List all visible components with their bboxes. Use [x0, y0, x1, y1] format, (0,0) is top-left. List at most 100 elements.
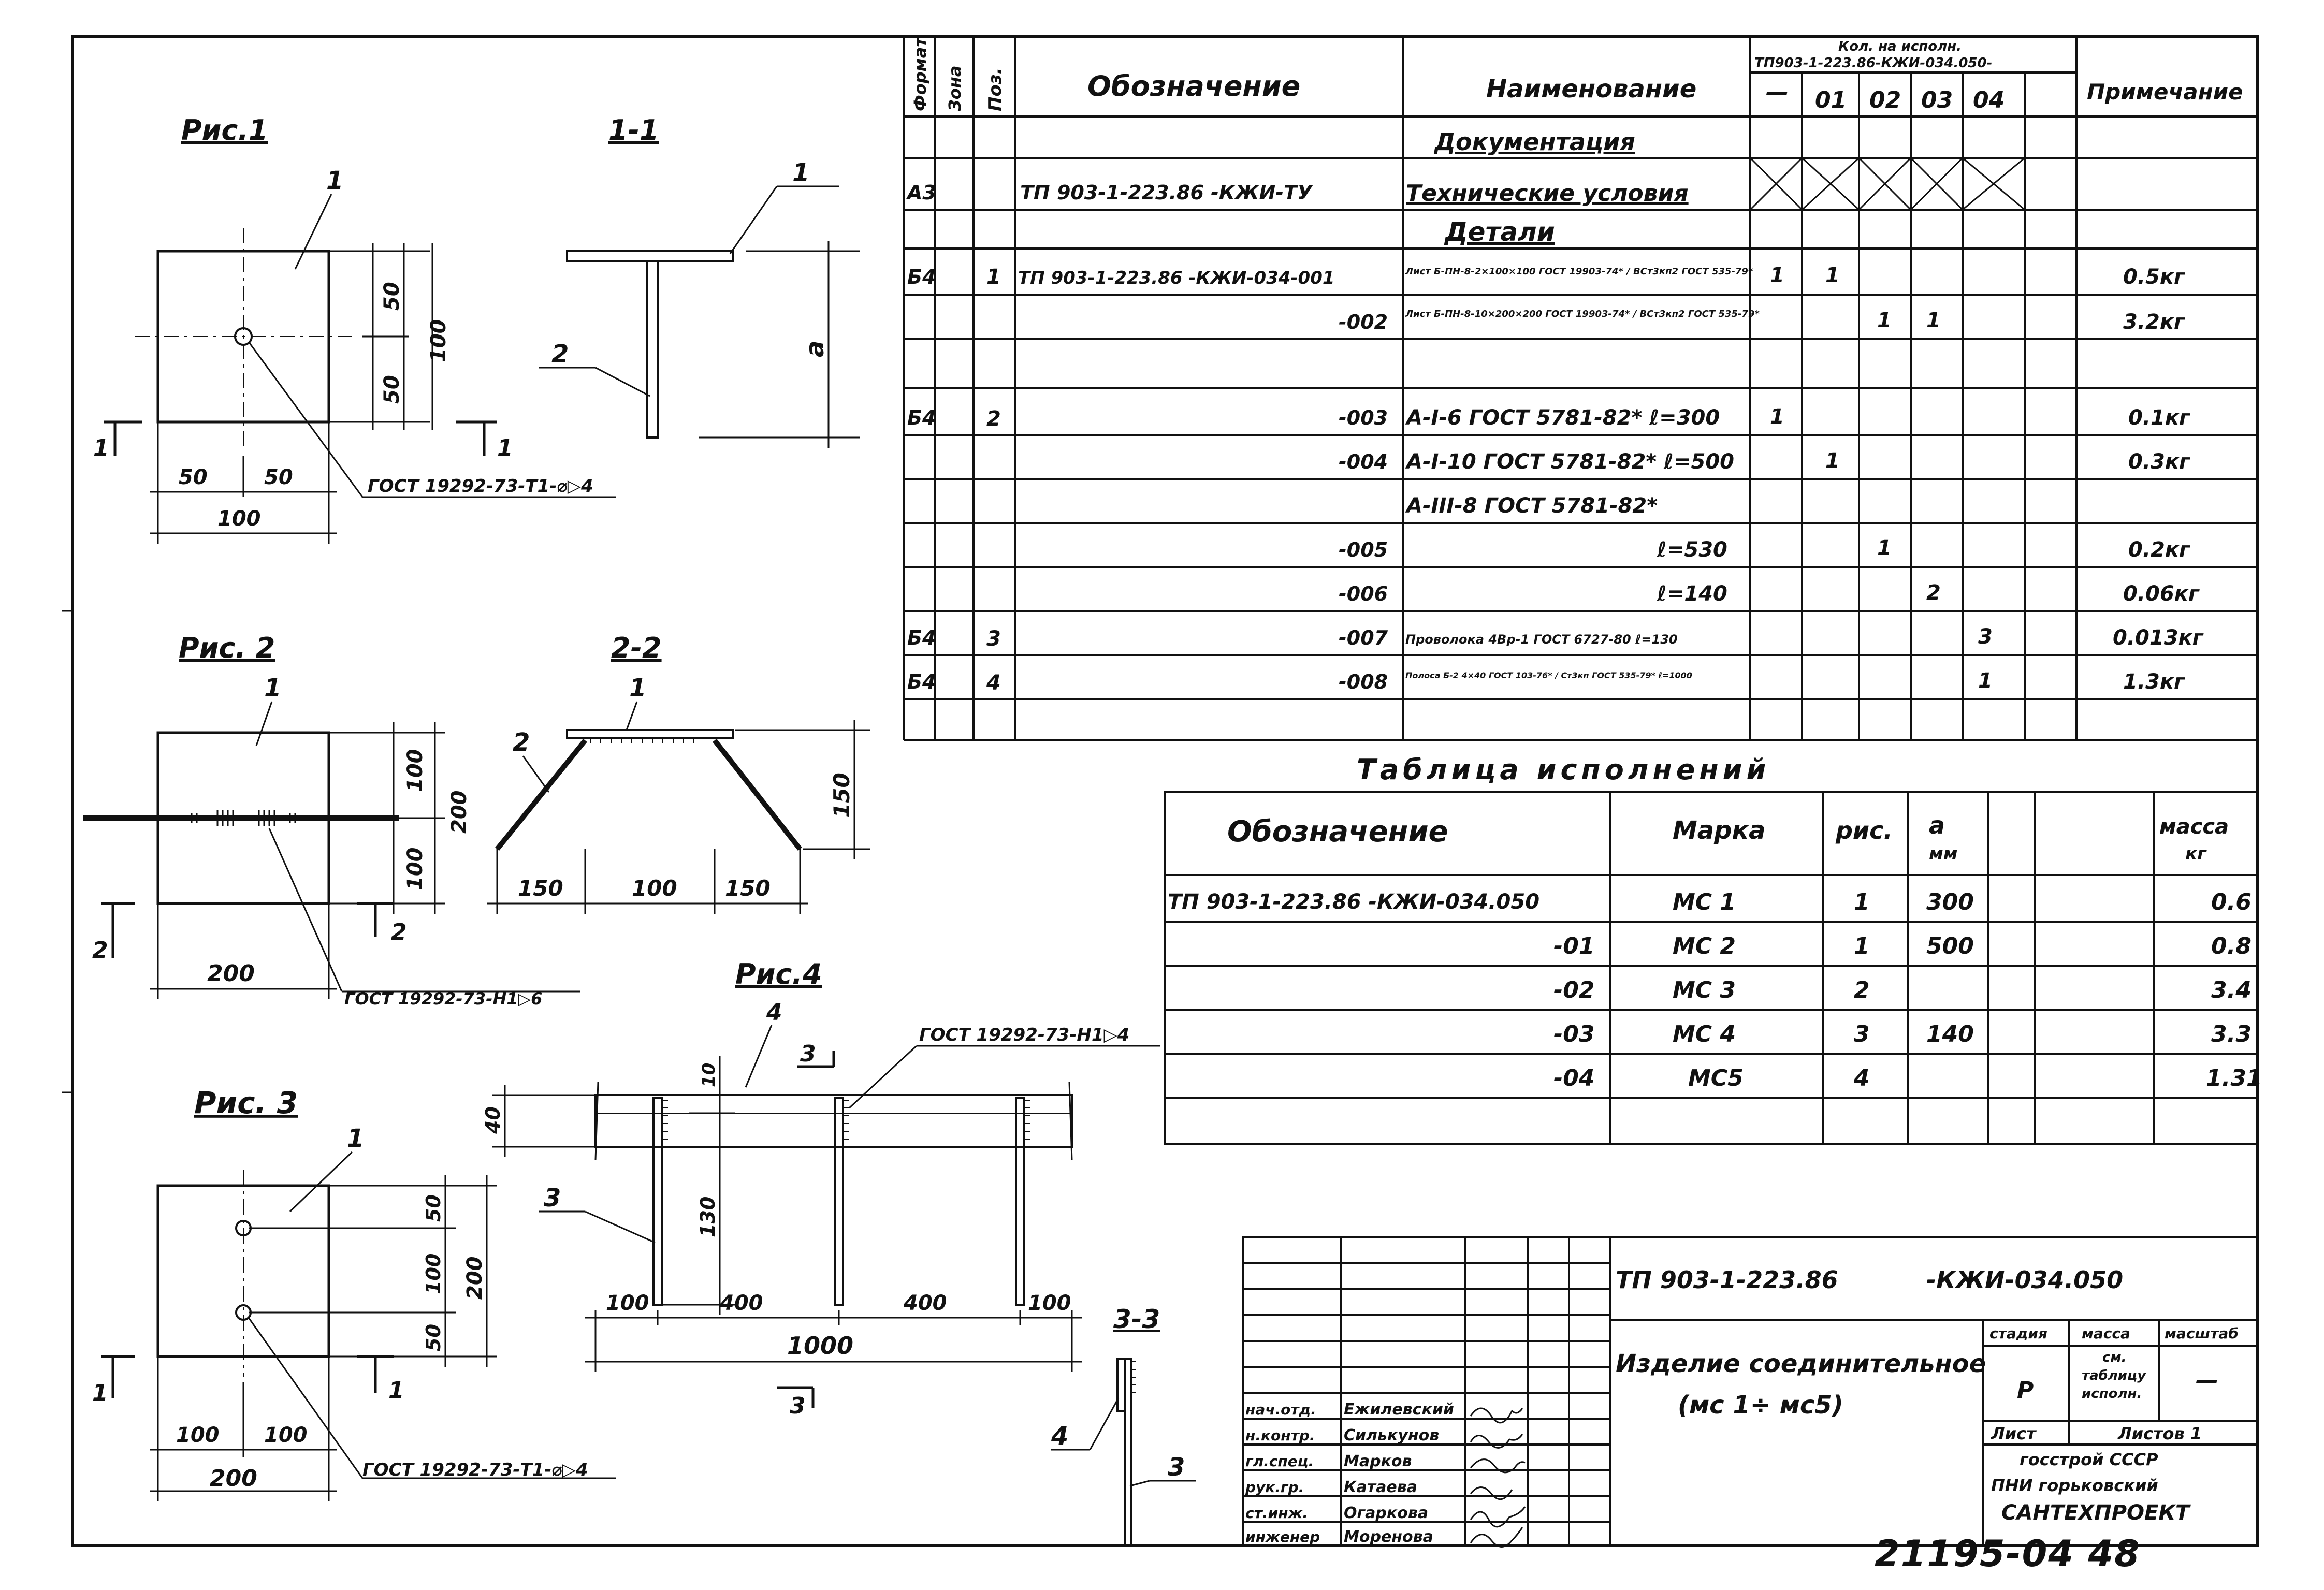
spec-row-7-v1: 1 — [1825, 449, 1840, 473]
fig4-dim-1: 40 — [482, 1106, 504, 1134]
exec-row-0-a: 300 — [1926, 889, 1974, 915]
hdr-variant-2: 02 — [1869, 87, 1901, 113]
fig1-dim-2: 100 — [427, 319, 451, 363]
spec-row-10-note: 0.06кг — [2123, 582, 2200, 606]
sec3: 3-3 4 3 — [1051, 1304, 1196, 1547]
org-line1: госстрой СССР — [2020, 1450, 2158, 1469]
fig3-title: Рис. 3 — [194, 1085, 298, 1120]
sig-name-1: Силькунов — [1344, 1426, 1439, 1445]
fig3-dim-1: 100 — [422, 1253, 445, 1294]
fig2-dim-1: 100 — [403, 848, 427, 891]
hdr-format: Формат — [910, 36, 930, 111]
sec1-dim: а — [801, 341, 830, 357]
spec-row-11-note: 0.013кг — [2113, 626, 2204, 650]
fig3-cut-left: 1 — [92, 1380, 108, 1406]
fig1-cut-right: 1 — [497, 435, 513, 461]
spec-row-11-pos: 3 — [986, 627, 1001, 651]
exec-row-0-mass: 0.6 — [2211, 889, 2252, 915]
sec2-pos2: 2 — [513, 728, 530, 757]
sec2-dim-1: 100 — [632, 876, 677, 901]
sig-name-0: Ежилевский — [1344, 1401, 1454, 1419]
exec-row-3-mass: 3.3 — [2211, 1021, 2252, 1047]
spec-row-12-designation: -008 — [1339, 670, 1388, 693]
spec-row-6-name: А-I-6 ГОСТ 5781-82* ℓ=300 — [1405, 406, 1720, 430]
fig2-pos: 1 — [264, 674, 281, 703]
hdr-variant-4: 04 — [1973, 87, 2005, 113]
fig3-dim-0: 50 — [422, 1194, 445, 1222]
exec-row-4-designation: -04 — [1553, 1065, 1595, 1091]
fig2-dim-3: 200 — [207, 960, 255, 987]
spec-row-10-v3: 2 — [1926, 581, 1941, 605]
sheets-label: Листов 1 — [2117, 1424, 2202, 1443]
fig3-cut-right: 1 — [388, 1377, 404, 1404]
hdr-variant-1: 01 — [1815, 87, 1847, 113]
fig1-dim-5: 100 — [217, 507, 261, 531]
spec-row-11-format: Б4 — [907, 626, 936, 649]
exec-table-title: Таблица исполнений — [1357, 753, 1770, 786]
fig2-dim-2: 200 — [447, 791, 471, 834]
fig2: Рис. 2 1 ГОСТ 19292-73-Н1▷6 100 100 200 … — [83, 632, 580, 1009]
sec2-pos1: 1 — [629, 674, 646, 703]
spec-row-3-designation: ТП 903-1-223.86 -КЖИ-034-001 — [1018, 268, 1335, 288]
fig3-dim-3: 200 — [463, 1257, 487, 1300]
fig2-weld: ГОСТ 19292-73-Н1▷6 — [344, 989, 542, 1009]
spec-row-6-designation: -003 — [1339, 406, 1388, 429]
fig4-dim-0: 10 — [699, 1063, 719, 1087]
sig-role-2: гл.спец. — [1245, 1453, 1314, 1470]
fig3-dim-6: 200 — [210, 1465, 257, 1492]
spec-row-4-v3: 1 — [1926, 309, 1941, 332]
crossed-cells — [1749, 157, 2025, 211]
fig2-dim-0: 100 — [403, 749, 427, 793]
hdr-pos: Поз. — [985, 68, 1006, 112]
sec1-pos2: 2 — [551, 340, 569, 369]
exec-row-0-designation: ТП 903-1-223.86 -КЖИ-034.050 — [1168, 890, 1539, 914]
spec-row-0-name: Документация — [1433, 128, 1635, 156]
signature-scribbles — [1470, 1407, 1526, 1548]
hdr-variant-3: 03 — [1921, 87, 1953, 113]
fig4-dim-6: 100 — [1028, 1291, 1071, 1315]
exec-row-2-mark: МС 3 — [1673, 977, 1736, 1003]
sec1-pos1: 1 — [792, 158, 809, 187]
stage-value: Р — [2017, 1377, 2034, 1404]
spec-row-8-name: А-III-8 ГОСТ 5781-82* — [1405, 494, 1658, 518]
exec-row-4-mark: МС5 — [1688, 1065, 1744, 1091]
fig4-pos3: 3 — [544, 1184, 561, 1213]
sig-role-5: инженер — [1245, 1528, 1320, 1545]
mass-label: масса — [2082, 1325, 2130, 1342]
exec-row-3-a: 140 — [1926, 1021, 1974, 1047]
title-line2: (мс 1÷ мс5) — [1678, 1391, 1843, 1420]
sec3-pos4: 4 — [1051, 1422, 1068, 1451]
exec-row-1-mass: 0.8 — [2211, 933, 2252, 959]
sec3-pos3: 3 — [1168, 1453, 1185, 1482]
sig-name-3: Катаева — [1344, 1478, 1417, 1496]
fig1-dim-4: 50 — [264, 465, 293, 489]
exec-row-1-fig: 1 — [1854, 933, 1870, 959]
spec-row-11-name: Проволока 4Вр-1 ГОСТ 6727-80 ℓ=130 — [1405, 632, 1678, 647]
fig1-weld-point — [234, 327, 253, 346]
spec-row-12-name: Полоса Б-2 4×40 ГОСТ 103-76* / Ст3кп ГОС… — [1405, 670, 1692, 680]
exec-hdr-fig: рис. — [1835, 816, 1893, 844]
spec-row-12-note: 1.3кг — [2123, 670, 2185, 694]
fig1-weld: ГОСТ 19292-73-Т1-⌀▷4 — [368, 476, 593, 497]
exec-hdr-mass: масса — [2159, 815, 2229, 839]
exec-row-3-fig: 3 — [1854, 1021, 1870, 1047]
spec-row-11-designation: -007 — [1339, 626, 1388, 649]
spec-rows: Документация А3 ТП 903-1-223.86 -КЖИ-ТУ … — [906, 128, 2204, 695]
exec-hdr-a-unit: мм — [1929, 843, 1958, 864]
spec-row-7-name: А-I-10 ГОСТ 5781-82* ℓ=500 — [1405, 450, 1734, 474]
spec-row-9-name: ℓ=530 — [1657, 538, 1727, 562]
fig3-dim-5: 100 — [264, 1423, 308, 1447]
hdr-qty-title2: ТП903-1-223.86-КЖИ-034.050- — [1754, 55, 1992, 71]
spec-row-3-note: 0.5кг — [2123, 265, 2185, 289]
spec-row-4-v2: 1 — [1877, 309, 1892, 332]
title-block: ТП 903-1-223.86 -КЖИ-034.050 Изделие сое… — [1242, 1236, 2259, 1548]
fig1-dim-1: 50 — [380, 375, 404, 404]
hdr-note: Примечание — [2087, 79, 2243, 105]
exec-row-1-mark: МС 2 — [1673, 933, 1736, 959]
sig-role-0: нач.отд. — [1245, 1401, 1316, 1418]
spec-row-9-designation: -005 — [1339, 538, 1388, 561]
spec-row-3-pos: 1 — [986, 265, 1001, 289]
sig-role-1: н.контр. — [1245, 1427, 1315, 1444]
exec-row-3-mark: МС 4 — [1673, 1021, 1736, 1047]
doc-code: ТП 903-1-223.86 — [1616, 1266, 1838, 1294]
